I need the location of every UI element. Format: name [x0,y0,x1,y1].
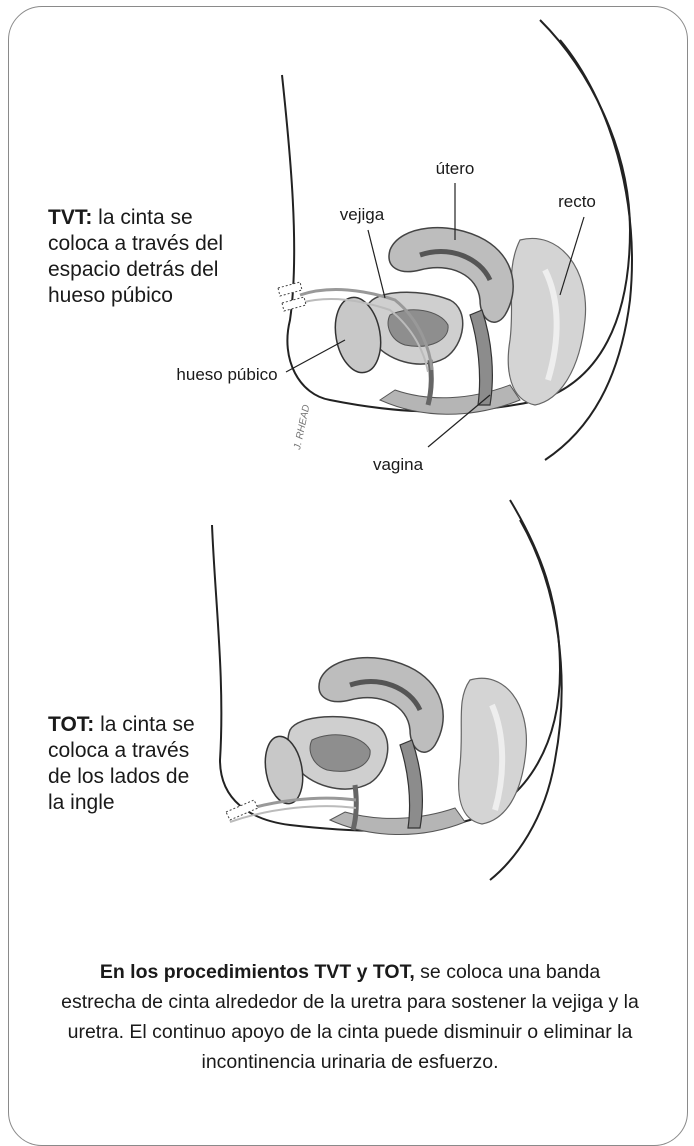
tvt-vagina [470,310,492,405]
tot-vagina [400,740,422,828]
tot-tape-end [226,800,258,820]
tvt-tape-end-2 [282,297,306,311]
caption-lead: En los procedimientos TVT y TOT, [100,961,415,983]
tvt-description: TVT: la cinta se coloca a través del esp… [48,205,238,309]
label-vagina: vagina [373,455,424,474]
tot-illustration [212,500,562,880]
artist-signature: J. RHEAD [292,404,312,452]
tvt-tape-end-1 [278,282,302,296]
tot-description: TOT: la cinta se coloca a través de los … [48,712,208,816]
label-recto: recto [558,192,596,211]
label-hueso-pubico: hueso púbico [176,365,277,384]
tvt-lead: TVT: [48,206,92,229]
tot-rectum [459,678,527,824]
tvt-rectum [508,238,585,405]
label-utero: útero [436,159,475,178]
figure-caption: En los procedimientos TVT y TOT, se colo… [60,957,640,1077]
anatomy-illustrations: útero vejiga recto hueso púbico vagina J… [0,0,694,1122]
tvt-illustration: útero vejiga recto hueso púbico vagina J… [176,20,631,474]
label-vejiga: vejiga [340,205,385,224]
tot-lead: TOT: [48,713,94,736]
